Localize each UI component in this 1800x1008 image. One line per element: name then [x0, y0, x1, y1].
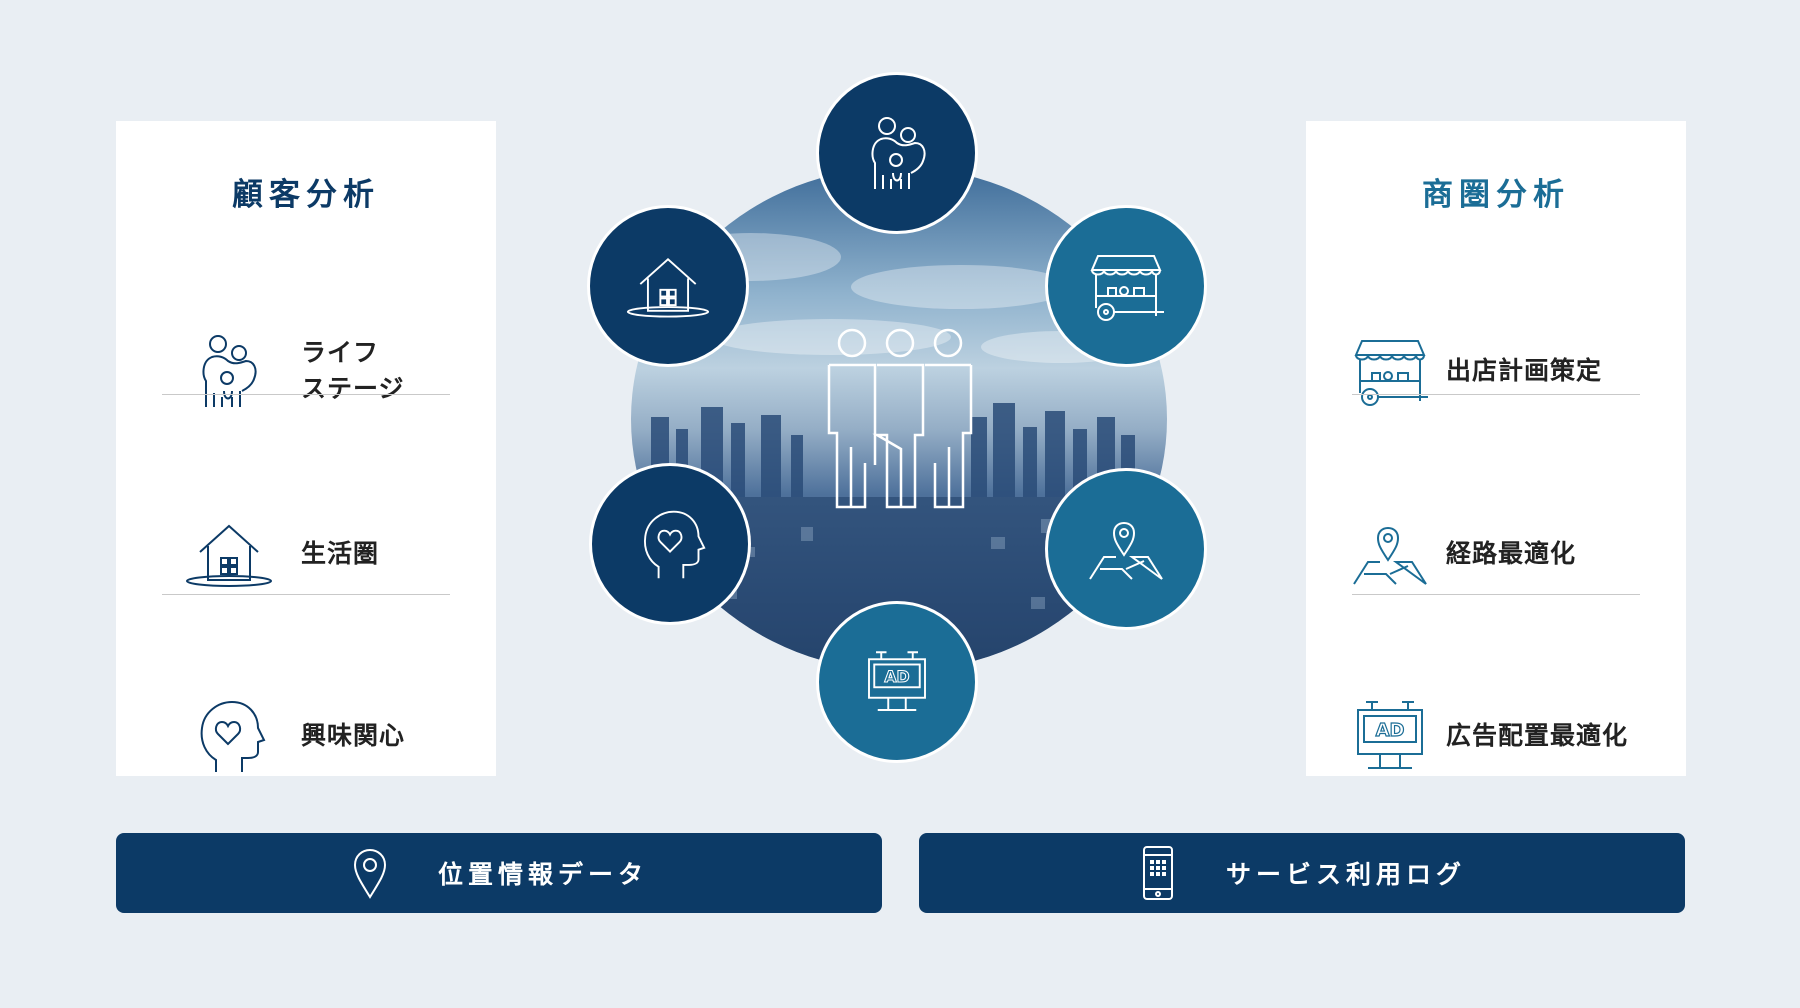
- smartphone-icon: [1142, 846, 1173, 900]
- bar-label: サービス利用ログ: [1225, 860, 1466, 889]
- family-icon: [202, 335, 257, 407]
- orbit-family: [816, 72, 978, 234]
- orbit-billboard: AD: [816, 601, 978, 763]
- ad-text: AD: [1376, 720, 1405, 741]
- house-icon: [186, 524, 272, 587]
- item-label: 興味関心: [301, 720, 406, 750]
- ad-text: AD: [884, 667, 909, 686]
- item-label: ライフ ステージ: [301, 337, 405, 403]
- divider: [1352, 594, 1640, 595]
- billboard-icon: AD: [1357, 701, 1423, 769]
- list-item: 経路最適化: [1306, 494, 1686, 614]
- map-pin-icon: [1089, 521, 1163, 580]
- list-item: 生活圏: [116, 494, 496, 614]
- orbit-market-stall: [1045, 205, 1207, 367]
- divider: [1352, 394, 1640, 395]
- orbit-heart-head: [589, 463, 751, 625]
- divider: [162, 394, 450, 395]
- trade-area-analysis-panel: 商圏分析 出店計画策定 経路最適化 AD 広告: [1306, 121, 1686, 776]
- people-group-icon: [827, 328, 973, 509]
- location-data-bar: 位置情報データ: [116, 833, 882, 913]
- divider: [162, 594, 450, 595]
- market-stall-icon: [1090, 255, 1164, 321]
- service-log-bar: サービス利用ログ: [919, 833, 1685, 913]
- heart-head-icon: [200, 700, 266, 772]
- house-icon: [626, 257, 710, 318]
- item-label: 広告配置最適化: [1446, 720, 1629, 750]
- orbit-map-pin: [1045, 468, 1207, 630]
- list-item: 出店計画策定: [1306, 311, 1686, 431]
- family-icon: [871, 117, 926, 189]
- list-item: 興味関心: [116, 676, 496, 796]
- customer-analysis-panel: 顧客分析 ライフ ステージ 生活圏 興味関心: [116, 121, 496, 776]
- heart-head-icon: [643, 510, 706, 579]
- market-stall-icon: [1354, 340, 1428, 406]
- panel-title: 商圏分析: [1422, 177, 1570, 213]
- orbit-house: [587, 205, 749, 367]
- list-item: ライフ ステージ: [116, 311, 496, 431]
- map-pin-icon: [1353, 526, 1427, 585]
- location-pin-icon: [353, 848, 386, 899]
- panel-title: 顧客分析: [232, 177, 380, 213]
- item-label: 経路最適化: [1446, 538, 1577, 568]
- billboard-icon: AD: [868, 651, 926, 711]
- bar-label: 位置情報データ: [437, 860, 648, 889]
- item-label: 生活圏: [301, 538, 380, 568]
- list-item: AD 広告配置最適化: [1306, 676, 1686, 796]
- item-label: 出店計画策定: [1446, 355, 1603, 385]
